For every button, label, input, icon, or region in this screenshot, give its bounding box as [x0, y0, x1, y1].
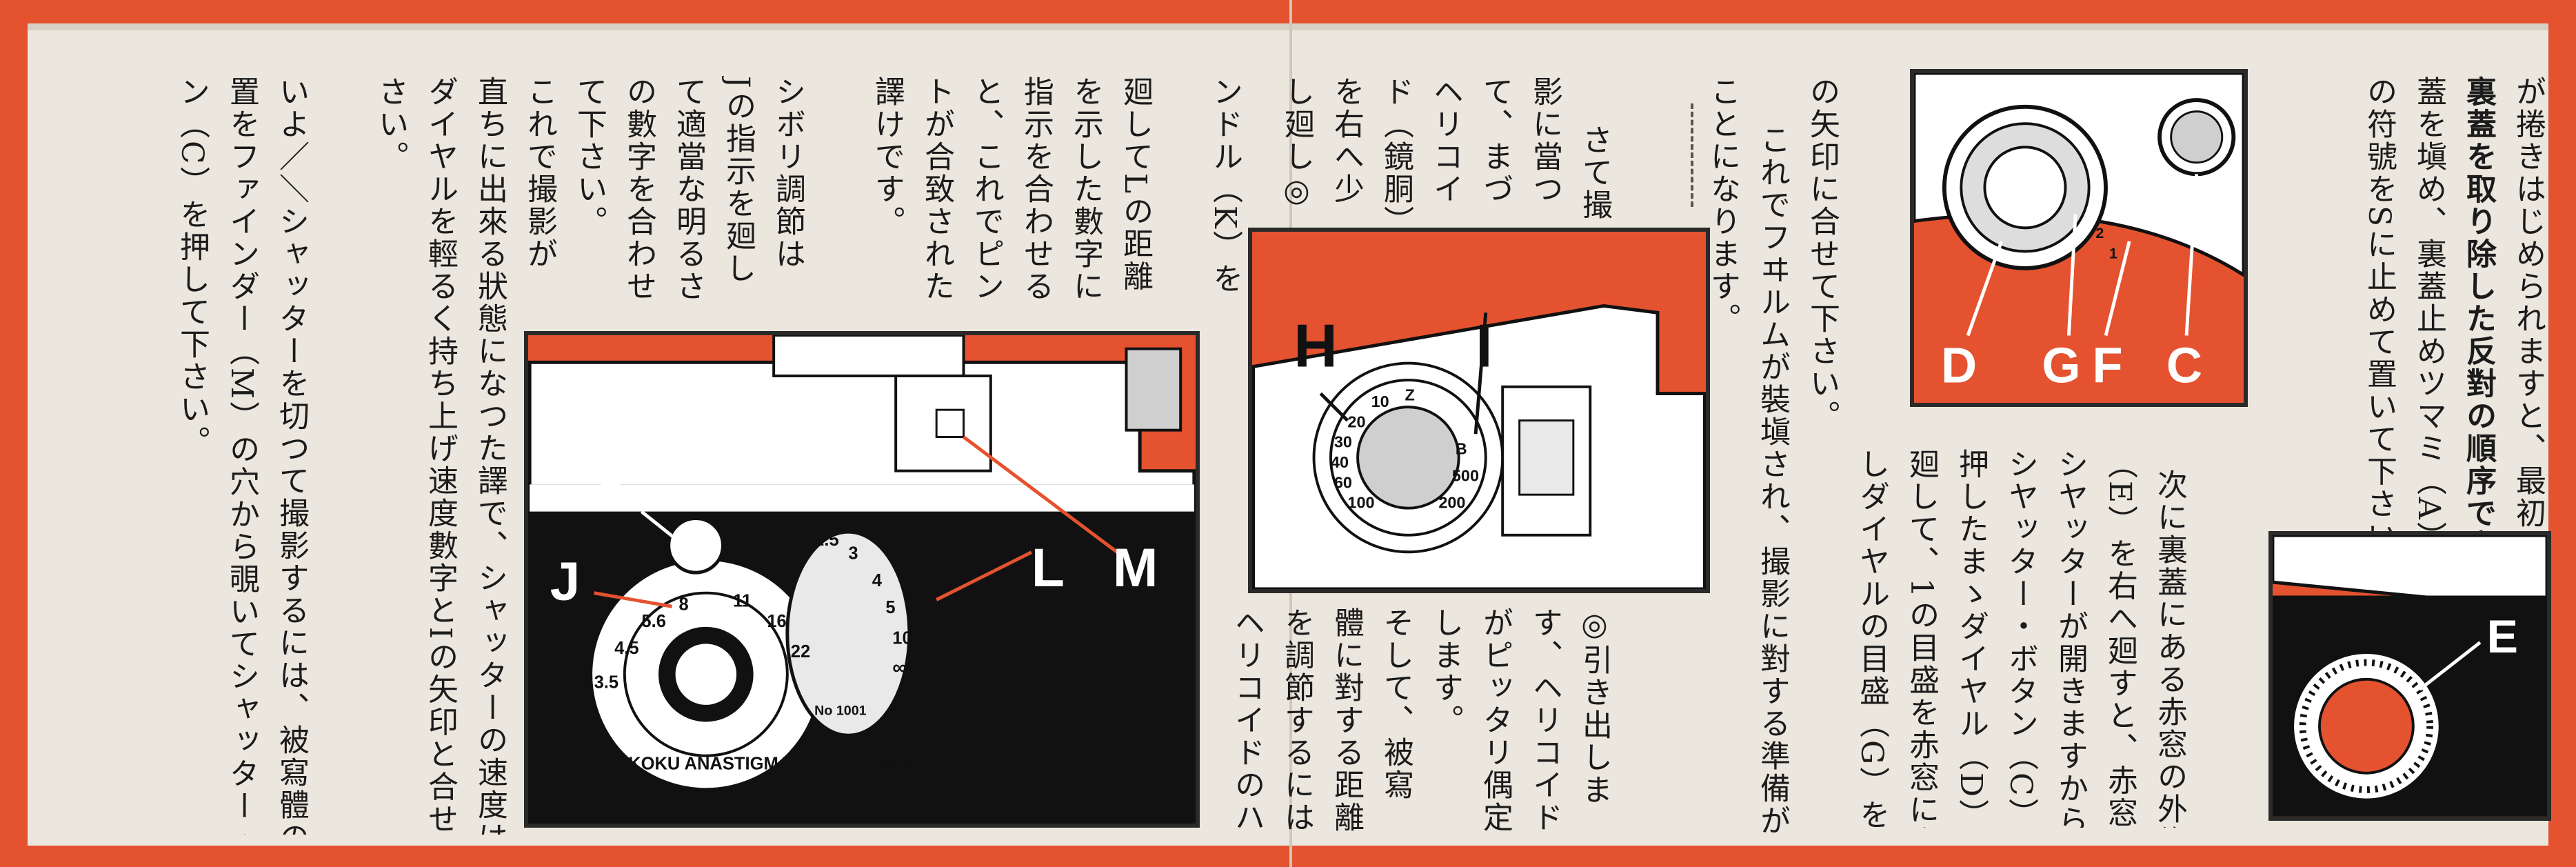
text-column: 置をファインダー（M）の穴から覗いてシャッター・ボタ: [224, 76, 259, 835]
distance-value: 5: [885, 598, 895, 617]
text-column: これで撮影が: [522, 76, 557, 270]
dial-figure: 2 1 D G F C: [1910, 69, 2248, 407]
text-column: 蓋を塡め、裏蓋止めツマミ（A）: [2411, 76, 2446, 554]
bottom-red-border: [0, 846, 2576, 867]
label-G: G: [2042, 339, 2080, 394]
shutter-speed: 500: [1452, 467, 1479, 485]
shutter-speed: Z: [1405, 386, 1414, 403]
distance-value: 2.5: [814, 530, 839, 550]
text-column: します。: [1428, 607, 1463, 737]
text-column: いよ／＼シャッターを切つて撮影するには、被寫體の位: [274, 76, 309, 835]
text-column: が捲きはじめられますと、最初、: [2510, 76, 2546, 562]
aperture-value: 3.5: [594, 672, 619, 692]
text-column: そして、被寫: [1378, 607, 1413, 801]
text-column: 體に對する距離: [1329, 607, 1364, 834]
text-column: さい。: [373, 76, 408, 173]
text-column: しダイヤルの目盛（G）をF: [1854, 448, 1889, 828]
text-column: 影に當つ: [1527, 76, 1562, 206]
dial-tick: 2: [2095, 225, 2104, 241]
label-M: M: [1113, 537, 1158, 598]
shutter-speed: 200: [1438, 494, 1465, 512]
text-column: し廻し◎: [1279, 76, 1314, 210]
text-column: 押したまゝダイヤル（D）を: [1953, 448, 1989, 828]
camera-figure: 3.5 4.5 5.6 8 11 16 22 2.5 3 4 5 10 ∞ GO…: [524, 331, 1200, 828]
text-column: 譯けです。: [869, 76, 905, 238]
text-column: て下さい。: [572, 76, 607, 238]
text-column: シヤッターが開きますから、: [2053, 448, 2088, 828]
label-K: K: [598, 456, 637, 517]
label-E: E: [2487, 610, 2518, 663]
right-red-border: [2548, 0, 2576, 867]
label-C: C: [2166, 339, 2202, 394]
text-column: と、これでピン: [969, 76, 1004, 303]
lens-serial: No 1001: [814, 704, 866, 719]
text-column: ことになります。: [1705, 76, 1740, 335]
aperture-value: 22: [791, 642, 810, 661]
text-column: を右へ少: [1329, 76, 1364, 206]
text-column: （E）を右へ廻すと、赤窓の: [2102, 448, 2137, 828]
text-column: これでフヰルムが裝塡され、撮影に對する準備ができた: [1755, 124, 1790, 841]
distance-value: 3: [848, 544, 858, 564]
text-column: ヘリコイドのハ: [1229, 607, 1265, 834]
label-J: J: [550, 551, 581, 612]
top-red-border: [0, 0, 2576, 23]
text-column: の符號をSに止めて置いて下さい。: [2362, 76, 2397, 586]
text-column: シボリ調節は: [770, 76, 805, 270]
lens-engraving: GOKOKU ANASTIGMAT 1:3.5 F=50mm: [601, 754, 922, 773]
text-column: の數字を合わせ: [621, 76, 656, 303]
aperture-value: 4.5: [614, 639, 639, 658]
text-column: 裏蓋を取り除した反對の順序で裏: [2461, 76, 2496, 562]
shutter-speed: B: [1456, 440, 1467, 458]
dashed-divider: [1691, 103, 1693, 207]
text-column: がピッタリ偶定: [1478, 607, 1513, 834]
shutter-speed: 100: [1347, 494, 1374, 512]
top-fold-strip: [0, 23, 2576, 30]
text-column: トが合致された: [919, 76, 954, 303]
label-H: H: [1294, 311, 1338, 379]
text-column: を示した數字に: [1068, 76, 1103, 303]
label-I: I: [1476, 311, 1492, 379]
text-column: て適當な明るさ: [671, 76, 706, 303]
dial-tick: 1: [2109, 245, 2117, 261]
aperture-value: 16: [767, 612, 786, 631]
text-column: 指示を合わせる: [1018, 76, 1054, 303]
aperture-value: 8: [679, 595, 689, 614]
text-column: ド（鏡胴）: [1378, 76, 1413, 221]
text-column: す、ヘリコイド: [1527, 607, 1562, 834]
text-column: 廻してLの距離: [1118, 76, 1153, 293]
text-column: 次に裏蓋にある赤窓の外緣: [2152, 469, 2187, 828]
shutter-speed: 60: [1334, 473, 1352, 491]
text-column: ン（C）を押して下さい。: [174, 76, 210, 458]
left-red-border: [0, 0, 28, 867]
label-L: L: [1032, 537, 1065, 598]
shutter-speed: 40: [1331, 453, 1349, 471]
text-column: ダイヤルを輕るく持ち上げ速度數字とIの矢印と合せて下: [423, 76, 458, 835]
text-column: ◎引き出しま: [1577, 607, 1612, 806]
text-column: シヤッター・ボタン（C）を: [2003, 448, 2038, 828]
text-column: さて撮: [1577, 124, 1612, 221]
aperture-value: 5.6: [641, 612, 666, 631]
text-column: ヘリコイ: [1428, 76, 1463, 206]
text-column: て、まづ: [1478, 76, 1513, 206]
label-D: D: [1941, 339, 1977, 394]
text-column: の矢印に合せて下さい。: [1804, 76, 1840, 432]
text-column: 廻して、1の目盛を赤窓に出: [1904, 448, 1939, 828]
text-column: 直ちに出來る狀態になつた譯で、シャッターの速度はHの: [472, 76, 507, 835]
text-column: を調節するには: [1279, 607, 1314, 834]
distance-value: 10: [892, 628, 912, 648]
shutter-speed: 30: [1334, 433, 1352, 451]
red-window-figure: E: [2268, 531, 2551, 821]
aperture-value: 11: [733, 591, 752, 610]
label-F: F: [2093, 339, 2123, 394]
shutter-speed: 20: [1347, 412, 1365, 430]
shutter-speed: 10: [1371, 392, 1389, 410]
shutter-dial-figure: 10 20 30 40 60 100 200 500 B Z H I: [1248, 228, 1710, 593]
distance-value: ∞: [892, 657, 907, 679]
distance-value: 4: [872, 571, 883, 590]
text-column: ンドル（K）を: [1207, 76, 1242, 295]
text-column: Jの指示を廻し: [721, 76, 756, 285]
